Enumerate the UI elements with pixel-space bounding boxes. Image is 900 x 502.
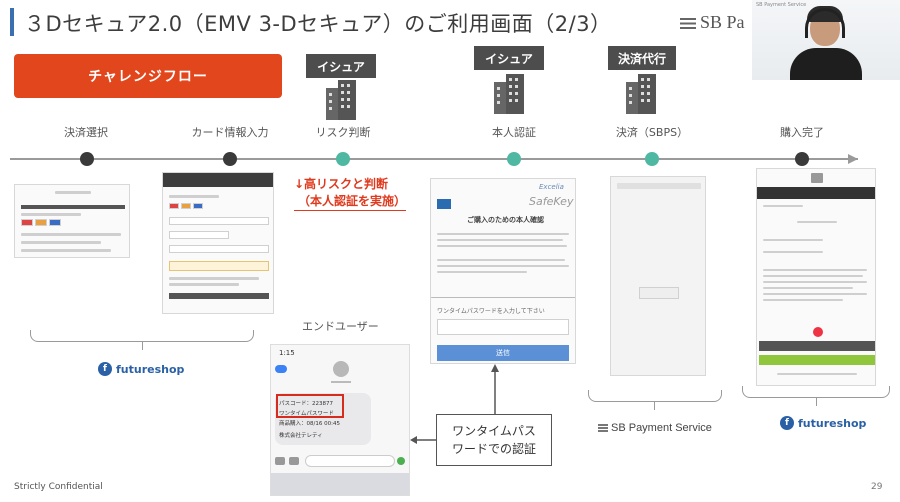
step-label-payment-sbps: 決済（SBPS） [615,126,689,139]
futureshop-logo: f futureshop [780,416,866,430]
page-number: 29 [871,482,883,492]
otp-input[interactable] [437,319,569,335]
submit-button[interactable]: 送信 [437,345,569,361]
presenter-body [790,48,862,80]
step-dot-authentication [507,152,521,166]
screenshot-payment-select [14,184,130,258]
passcode-highlight [276,394,344,418]
safekey-logo: SafeKey [529,195,574,208]
app-icon[interactable] [289,457,299,465]
role-label-payment-agent: 決済代行 [608,46,676,70]
headset-icon [805,8,845,38]
title-accent-bar [10,8,14,36]
futureshop-text: futureshop [798,416,867,430]
step-label-risk-assessment: リスク判断 [315,126,371,139]
auth-heading: ご購入のための本人確認 [467,216,544,224]
sb-brand-text: SB Pa [700,12,745,32]
role-label-issuer-2: イシュア [474,46,544,70]
otp-callout: ワンタイムパス ワードでの認証 [436,414,552,466]
sms-bubble: パスコード：223877 ワンタイムパスワード 商品購入：08/16 00:45… [275,393,371,445]
step-label-payment-select: 決済選択 [64,126,108,139]
emoji-bar [271,473,409,495]
screenshot-payment-sbps [610,176,706,376]
phone-sms-screenshot: 1:15 パスコード：223877 ワンタイムパスワード 商品購入：08/16 … [270,344,410,496]
sbps-logo: SB Payment Service [598,422,712,434]
risk-note-line1: ↓高リスクと判断 [294,177,389,191]
step-label-authentication: 本人認証 [492,126,536,139]
futureshop-text: futureshop [116,362,185,376]
sbps-text: SB Payment Service [611,422,712,434]
risk-note: ↓高リスクと判断 （本人認証を実施） [294,176,407,211]
footer-confidential: Strictly Confidential [14,482,103,492]
bracket-sbps [588,390,722,402]
sb-brand-logo: SB Pa [680,12,745,33]
page-title: ３Dセキュア2.0（EMV 3-Dセキュア）のご利用画面（2/3） [24,12,612,36]
step-label-purchase-complete: 購入完了 [780,126,824,139]
building-icon [494,74,524,114]
screenshot-card-input [162,172,274,314]
building-icon [626,74,656,114]
role-label-issuer-1: イシュア [306,54,376,78]
step-dot-purchase-complete [795,152,809,166]
phone-time: 1:15 [279,349,295,357]
sb-bars-icon [680,18,696,30]
step-label-card-input: カード情報入力 [191,126,269,139]
message-input[interactable] [305,455,395,467]
callout-connector [410,436,436,444]
mic-icon[interactable] [397,457,405,465]
step-dot-payment-sbps [645,152,659,166]
callout-connector [491,364,499,414]
issuer-brand: Excelia [539,183,564,191]
building-icon [326,80,356,120]
chevron-left-icon[interactable] [275,365,287,373]
enduser-label: エンドユーザー [302,320,379,333]
futureshop-mark-icon: f [98,362,112,376]
webcam-video: SB Payment Service [752,0,900,80]
contact-name [331,381,351,383]
bracket-futureshop-right [742,386,890,398]
callout-line2: ワードでの認証 [451,442,536,456]
timeline [10,158,858,160]
step-dot-payment-select [80,152,94,166]
bracket-tick [654,402,655,410]
otp-input-label: ワンタイムパスワードを入力して下さい [437,308,545,315]
bracket-futureshop-left [30,330,254,342]
camera-icon[interactable] [275,457,285,465]
sms-detail: ワンタイムパスワード [279,411,334,417]
webcam-caption: SB Payment Service [756,2,807,8]
bracket-tick [816,398,817,406]
timeline-arrow-icon [848,154,858,164]
risk-note-line2: （本人認証を実施） [294,193,407,211]
futureshop-mark-icon: f [780,416,794,430]
sbps-bars-icon [598,424,608,433]
step-dot-risk-assessment [336,152,350,166]
sms-passcode: パスコード：223877 [279,401,333,407]
sms-sender: 株式会社テレティ [279,433,323,439]
avatar-icon [333,361,349,377]
callout-line1: ワンタイムパス [452,424,536,438]
futureshop-logo: f futureshop [98,362,184,376]
step-dot-card-input [223,152,237,166]
sms-amount: 商品購入：08/16 00:45 [279,421,340,427]
challenge-flow-label: チャレンジフロー [14,54,282,98]
screenshot-purchase-complete [756,168,876,386]
screenshot-authentication: Excelia SafeKey ご購入のための本人確認 ワンタイムパスワードを入… [430,178,576,364]
bracket-tick [142,342,143,350]
